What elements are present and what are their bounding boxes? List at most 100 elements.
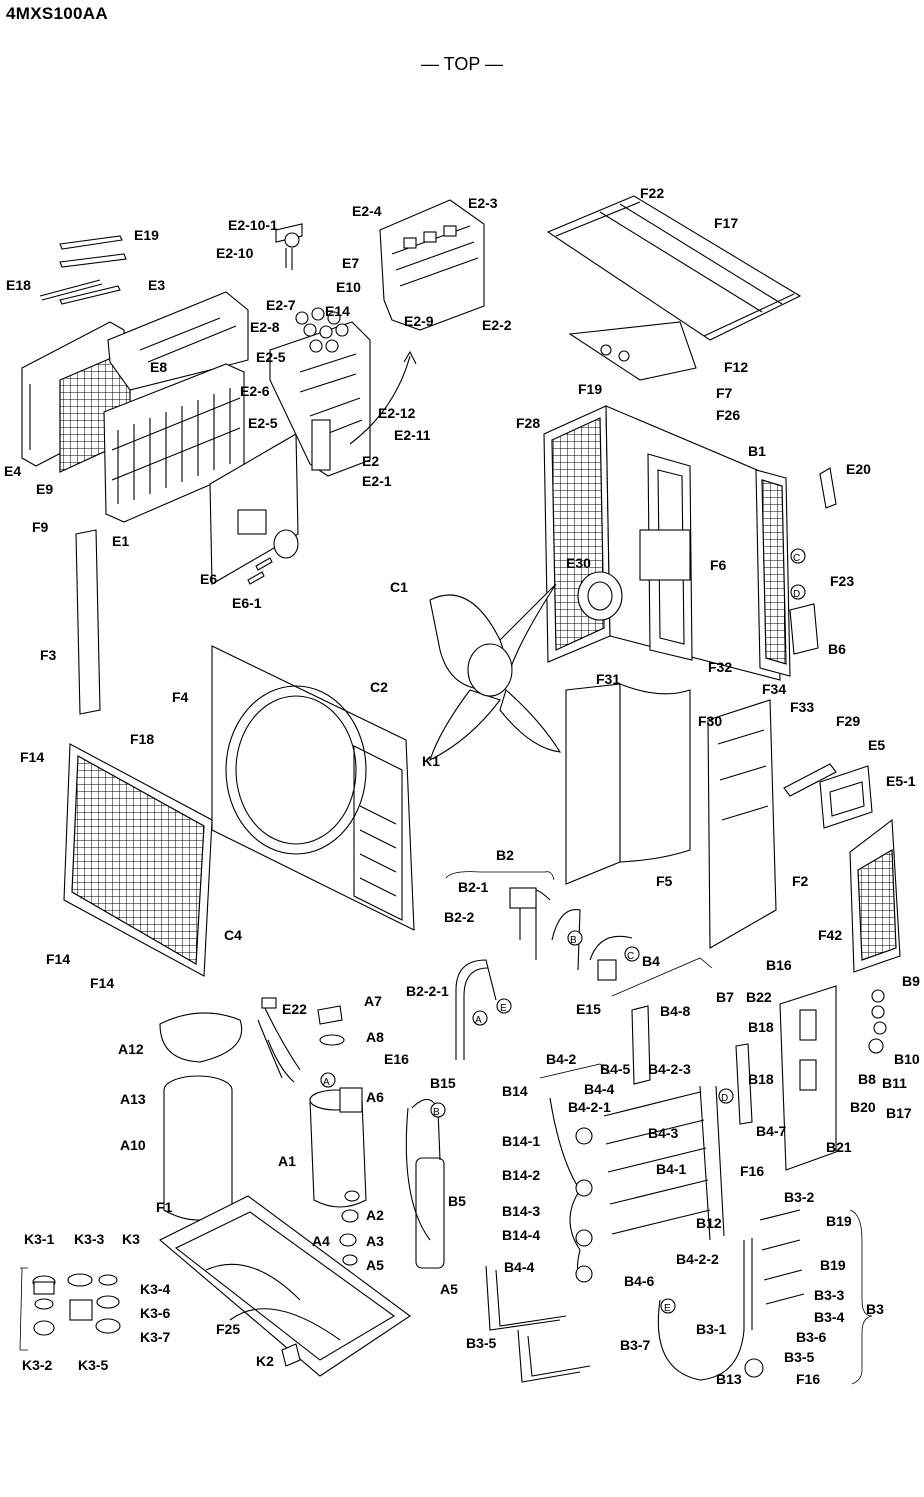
a-rubber-mounts — [339, 1190, 360, 1266]
label-e15: E15 — [576, 1001, 601, 1017]
label-f31: F31 — [596, 671, 620, 687]
label-f34: F34 — [762, 681, 786, 697]
a7-terminal-cover — [317, 1005, 343, 1025]
label-e9: E9 — [36, 481, 53, 497]
label-b1: B1 — [748, 443, 766, 459]
label-e22: E22 — [282, 1001, 307, 1017]
marker-e-2: E — [660, 1298, 676, 1314]
label-f17: F17 — [714, 215, 738, 231]
label-e2-2: E2-2 — [482, 317, 512, 333]
marker-a-2: A — [320, 1072, 336, 1088]
label-a6: A6 — [366, 1089, 384, 1105]
label-e2-4: E2-4 — [352, 203, 382, 219]
c4-front-grille — [63, 743, 213, 977]
f12-plate — [568, 321, 697, 381]
label-b4-5: B4-5 — [600, 1061, 631, 1077]
marker-d-text: D — [793, 589, 800, 600]
label-f18: F18 — [130, 731, 154, 747]
label-f12: F12 — [724, 359, 748, 375]
label-k3-2: K3-2 — [22, 1357, 53, 1373]
b4-2-bracket-line — [539, 1063, 611, 1079]
label-b20: B20 — [850, 1099, 876, 1115]
label-e18: E18 — [6, 277, 31, 293]
marker-a: A — [472, 1010, 488, 1026]
b3-valve-assembly — [657, 1209, 805, 1381]
e5-box — [819, 765, 873, 829]
label-e6: E6 — [200, 571, 217, 587]
k2-fitting — [281, 1343, 301, 1367]
label-c4: C4 — [224, 927, 242, 943]
label-b4-2-2: B4-2-2 — [676, 1251, 719, 1267]
label-f19: F19 — [578, 381, 602, 397]
e30-fan-motor — [577, 571, 623, 621]
marker-e-text: E — [500, 1003, 507, 1014]
label-e2-9: E2-9 — [404, 313, 434, 329]
label-f16b: F16 — [796, 1371, 820, 1387]
f1-base-plate — [159, 1195, 411, 1377]
label-e16: E16 — [384, 1051, 409, 1067]
label-b13: B13 — [716, 1371, 742, 1387]
label-b21: B21 — [826, 1139, 852, 1155]
label-e19: E19 — [134, 227, 159, 243]
label-k3-3: K3-3 — [74, 1231, 105, 1247]
label-f29: F29 — [836, 713, 860, 729]
label-e2-1: E2-1 — [362, 473, 392, 489]
label-b14-2: B14-2 — [502, 1167, 540, 1183]
label-f4: F4 — [172, 689, 189, 705]
label-b18a: B18 — [748, 1019, 774, 1035]
e3-bracket — [107, 291, 249, 391]
label-k3-6: K3-6 — [140, 1305, 171, 1321]
marker-c-2: C — [790, 548, 806, 564]
label-e1: E1 — [112, 533, 129, 549]
b-valves-column — [868, 989, 887, 1054]
label-b2-2-1: B2-2-1 — [406, 983, 449, 999]
k3-bracket-line — [19, 1267, 28, 1351]
label-f3: F3 — [40, 647, 57, 663]
label-b4-2-3: B4-2-3 — [648, 1061, 691, 1077]
label-b4-7: B4-7 — [756, 1123, 787, 1139]
marker-c2-text: C — [793, 553, 800, 564]
label-k3-5: K3-5 — [78, 1357, 109, 1373]
b4-piping — [551, 909, 633, 971]
wiring-arrow — [349, 355, 411, 445]
label-f5: F5 — [656, 873, 673, 889]
b13-cap — [744, 1358, 764, 1378]
label-e2-11: E2-11 — [394, 427, 431, 443]
part-labels: E19 E18 E3 E2-10-1 E2-10 E2-4 E2-3 E7 E1… — [4, 185, 920, 1387]
label-b14: B14 — [502, 1083, 528, 1099]
label-b3-5a: B3-5 — [784, 1349, 815, 1365]
label-e2-6: E2-6 — [240, 383, 270, 399]
f5-side-panel — [565, 683, 691, 885]
label-k3-7: K3-7 — [140, 1329, 171, 1345]
label-a5a: A5 — [366, 1257, 384, 1273]
label-b7: B7 — [716, 989, 734, 1005]
label-a3: A3 — [366, 1233, 384, 1249]
f29-seal — [783, 763, 837, 797]
label-f28: F28 — [516, 415, 540, 431]
marker-e2-text: E — [664, 1303, 671, 1314]
label-k3-1: K3-1 — [24, 1231, 55, 1247]
label-b4-6: B4-6 — [624, 1273, 655, 1289]
label-f1: F1 — [156, 1199, 173, 1215]
label-b16: B16 — [766, 957, 792, 973]
label-f14a: F14 — [20, 749, 44, 765]
label-e2-12: E2-12 — [378, 405, 416, 421]
view-label: — TOP — — [420, 54, 504, 74]
label-f30: F30 — [698, 713, 722, 729]
label-b4-3: B4-3 — [648, 1125, 679, 1141]
label-b11: B11 — [882, 1075, 907, 1091]
label-e3: E3 — [148, 277, 165, 293]
label-b14-4: B14-4 — [502, 1227, 540, 1243]
label-f6: F6 — [710, 557, 727, 573]
e18-sensor — [39, 279, 121, 305]
label-k3: K3 — [122, 1231, 140, 1247]
label-e2-7: E2-7 — [266, 297, 296, 313]
label-f14c: F14 — [90, 975, 114, 991]
label-f23: F23 — [830, 573, 854, 589]
b2-bracket-line — [445, 871, 555, 881]
label-e7: E7 — [342, 255, 359, 271]
label-f33: F33 — [790, 699, 814, 715]
label-b19b: B19 — [820, 1257, 846, 1273]
f17-top-panel — [546, 195, 802, 341]
label-a12: A12 — [118, 1041, 144, 1057]
